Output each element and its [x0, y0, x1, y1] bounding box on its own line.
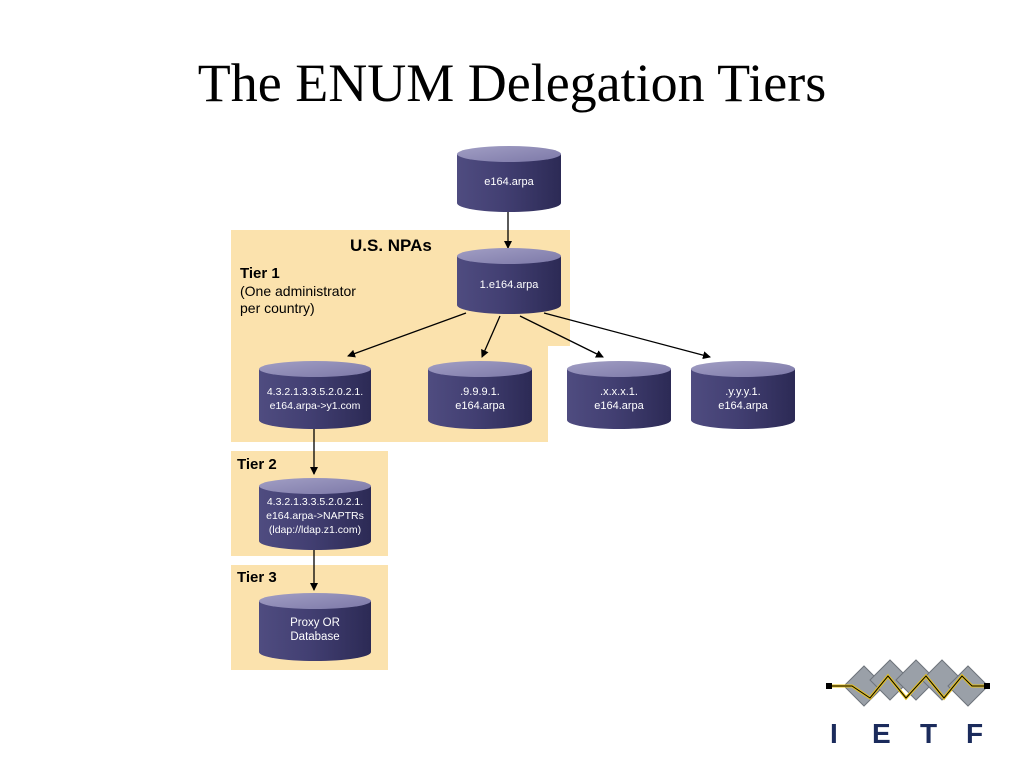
arrow-country-to-npa-d	[543, 312, 711, 360]
arrow-country-to-npa-a	[347, 312, 467, 358]
database-cylinder-icon	[457, 146, 561, 212]
db-tier2-line3: (ldap://ldap.z1.com)	[268, 524, 362, 536]
db-npa-b-line1: .9.9.9.1.	[460, 386, 500, 398]
database-cylinder-icon	[457, 248, 561, 314]
db-tier3-line1: Proxy OR	[290, 617, 340, 629]
db-npa-c-line2: e164.arpa	[594, 400, 644, 412]
db-npa-d-line2: e164.arpa	[718, 400, 768, 412]
db-npa-d: .y.y.y.1. e164.arpa	[690, 360, 796, 430]
db-npa-d-line1: .y.y.y.1.	[725, 386, 761, 398]
database-cylinder-icon	[259, 478, 371, 550]
database-cylinder-icon	[428, 361, 532, 429]
ietf-logo-icon	[826, 659, 990, 707]
db-tier2: 4.3.2.1.3.3.5.2.0.2.1. e164.arpa->NAPTRs…	[258, 477, 372, 551]
tier1-note-line2: per country)	[240, 300, 315, 316]
database-cylinder-icon	[567, 361, 671, 429]
db-country-line1: 1.e164.arpa	[479, 279, 539, 291]
logo-letter-e: E	[872, 718, 891, 749]
db-npa-a-line1: 4.3.2.1.3.3.5.2.0.2.1.	[266, 386, 364, 398]
tier1-heading: Tier 1	[240, 265, 280, 282]
region-label: U.S. NPAs	[350, 236, 432, 255]
logo-letter-t: T	[920, 718, 938, 749]
slide-title: The ENUM Delegation Tiers	[197, 53, 827, 113]
db-tier2-line1: 4.3.2.1.3.3.5.2.0.2.1.	[266, 496, 364, 508]
tier2-heading: Tier 2	[237, 456, 277, 473]
db-npa-a: 4.3.2.1.3.3.5.2.0.2.1. e164.arpa->y1.com	[258, 360, 372, 430]
arrow-country-to-npa-c	[519, 315, 604, 358]
db-tier2-line2: e164.arpa->NAPTRs	[266, 510, 364, 522]
db-npa-c: .x.x.x.1. e164.arpa	[566, 360, 672, 430]
db-npa-a-line2: e164.arpa->y1.com	[269, 400, 361, 412]
db-root-line1: e164.arpa	[484, 176, 534, 188]
logo-letter-f: F	[966, 718, 984, 749]
database-cylinder-icon	[259, 593, 371, 661]
db-country: 1.e164.arpa	[456, 247, 562, 315]
db-npa-b-line2: e164.arpa	[455, 400, 505, 412]
db-tier3: Proxy OR Database	[258, 592, 372, 662]
tier3-heading: Tier 3	[237, 569, 277, 586]
db-tier3-line2: Database	[290, 631, 340, 643]
db-npa-c-line1: .x.x.x.1.	[600, 386, 638, 398]
db-root: e164.arpa	[456, 145, 562, 213]
database-cylinder-icon	[691, 361, 795, 429]
tier1-note-line1: (One administrator	[240, 283, 356, 299]
arrow-country-to-npa-b	[481, 315, 501, 358]
ietf-logo-letters: I E T F	[822, 720, 992, 748]
logo-letter-i: I	[830, 718, 838, 749]
database-cylinder-icon	[259, 361, 371, 429]
db-npa-b: .9.9.9.1. e164.arpa	[427, 360, 533, 430]
